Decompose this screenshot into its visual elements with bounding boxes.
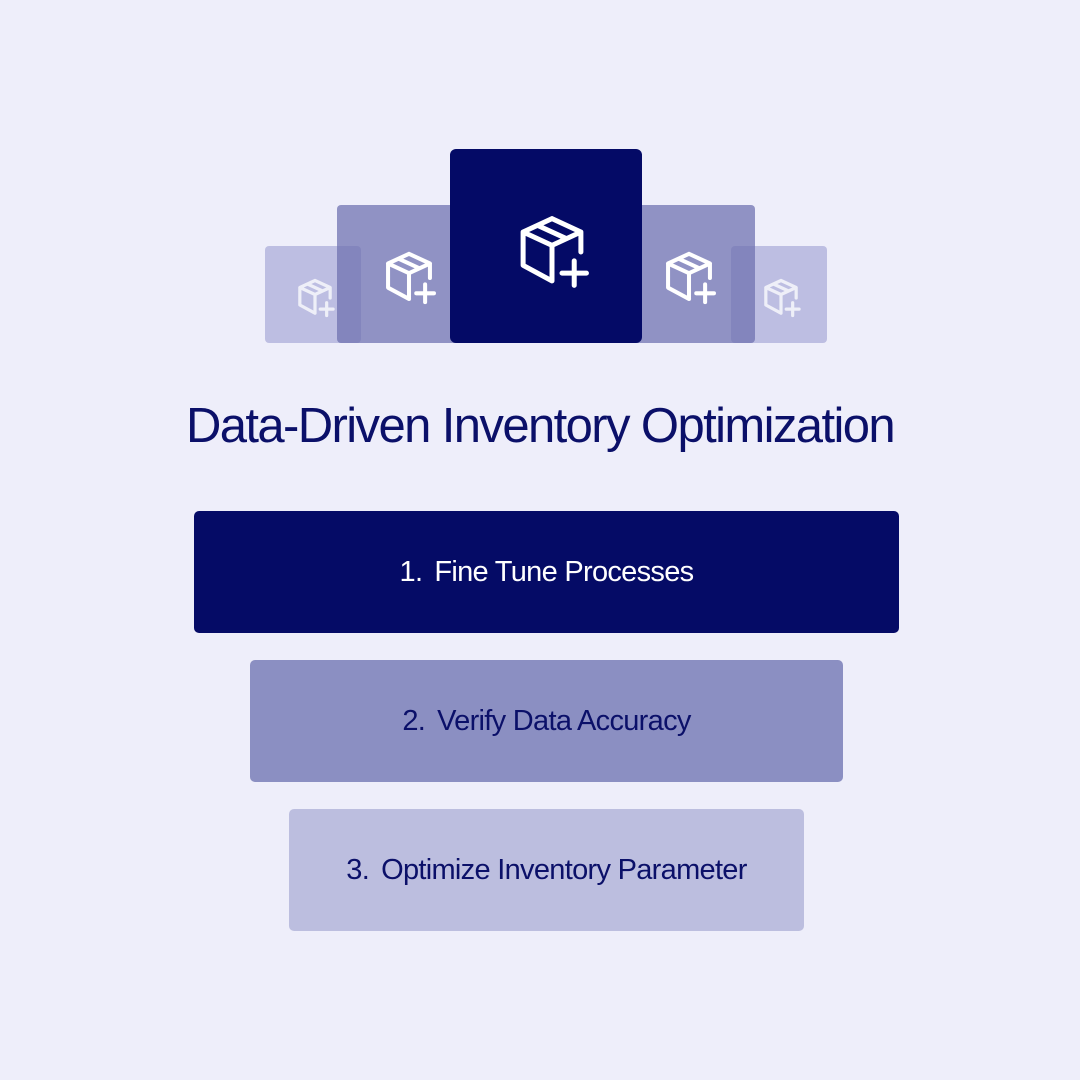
- box-plus-icon: [666, 251, 716, 305]
- box-plus-icon: [386, 251, 436, 305]
- step-1-label: Fine Tune Processes: [434, 555, 694, 588]
- page-title: Data-Driven Inventory Optimization: [185, 399, 896, 453]
- tile-mid-left: [337, 205, 465, 343]
- step-1-number: 1.: [399, 555, 423, 588]
- step-3-label: Optimize Inventory Parameter: [381, 853, 747, 886]
- step-3-box: 3. Optimize Inventory Parameter: [289, 809, 804, 931]
- step-2-label: Verify Data Accuracy: [437, 704, 691, 737]
- step-1-box: 1. Fine Tune Processes: [194, 511, 899, 633]
- box-plus-icon: [764, 278, 801, 318]
- step-2-number: 2.: [402, 704, 426, 737]
- step-2-box: 2. Verify Data Accuracy: [250, 660, 843, 782]
- box-plus-icon: [298, 278, 335, 318]
- tile-center: [450, 149, 642, 343]
- box-plus-icon: [520, 216, 589, 288]
- step-3-number: 3.: [346, 853, 370, 886]
